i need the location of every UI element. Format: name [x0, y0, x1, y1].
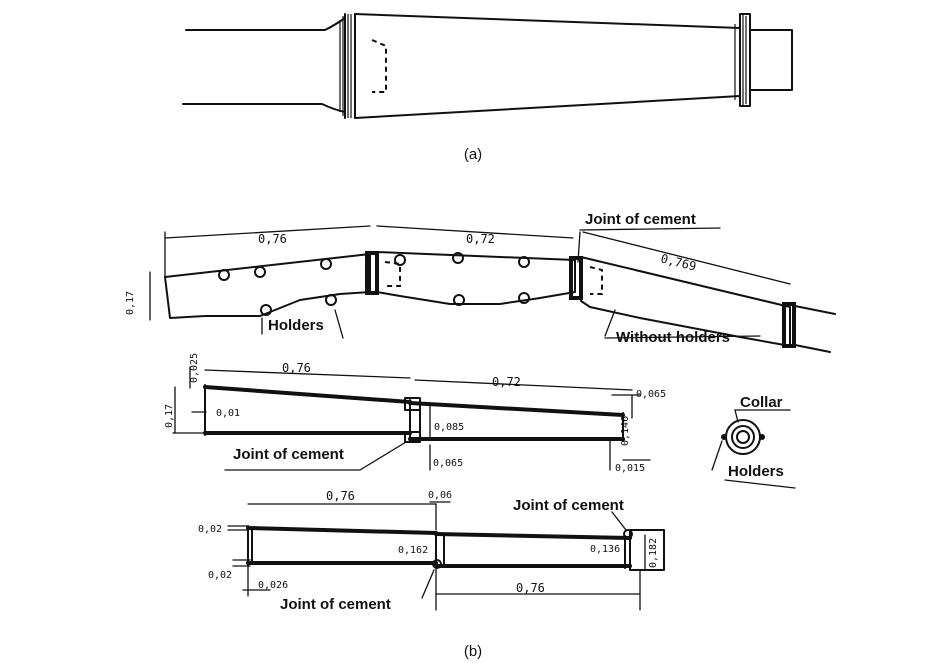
- row1-segments: [149, 225, 836, 353]
- collar-holders-label: Holders: [728, 463, 784, 480]
- row3-joint-top-label: Joint of cement: [513, 497, 624, 514]
- row2-dim-right-top: 0,065: [636, 389, 666, 400]
- caption-b: (b): [464, 643, 482, 660]
- row3-joint-bottom-label: Joint of cement: [280, 596, 391, 613]
- row1-holders-label: Holders: [268, 317, 324, 334]
- holder-bumps-row1: [218, 252, 530, 316]
- collar-hatch-right: [734, 14, 747, 106]
- row3-dim-len1: 0,76: [326, 489, 355, 503]
- row2-dim-right-b: 0,015: [615, 463, 645, 474]
- row2-dim-len1: 0,76: [282, 361, 311, 375]
- row2-joint-label: Joint of cement: [233, 446, 344, 463]
- row1-dim-height: 0,17: [125, 291, 136, 315]
- row3-dim-len2: 0,76: [516, 581, 545, 595]
- row3-section: [227, 501, 665, 611]
- collar-label: Collar: [740, 394, 783, 411]
- row1-joint-label: Joint of cement: [585, 211, 696, 228]
- row3-dim-mid: 0,162: [398, 545, 428, 556]
- row2-dim-right-h: 0,146: [620, 416, 631, 446]
- pipe-profile-a: [182, 13, 793, 119]
- row3-dim-bottom-small: 0,026: [258, 580, 288, 591]
- row3-dim-left-top: 0,02: [198, 524, 222, 535]
- row3-dim-gap: 0,06: [428, 490, 452, 501]
- row3-dim-right-inner: 0,136: [590, 544, 620, 555]
- row1-dim-len3: 0,769: [659, 251, 697, 273]
- collar-hatch-left: [339, 14, 352, 118]
- row2-dim-len2: 0,72: [492, 375, 521, 389]
- row2-dim-bottom: 0,065: [433, 458, 463, 469]
- row3-dim-right-h: 0,182: [648, 538, 659, 568]
- row2-section: [172, 366, 651, 471]
- row2-dim-height: 0,17: [164, 404, 175, 428]
- row1-without-holders-label: Without holders: [616, 329, 730, 346]
- row2-dim-mid: 0,085: [434, 422, 464, 433]
- row2-dim-top: 0,025: [189, 353, 200, 383]
- row1-dim-len2: 0,72: [466, 232, 495, 246]
- collar-detail: [711, 409, 796, 489]
- row2-dim-wall: 0,01: [216, 408, 240, 419]
- row3-dim-left-bottom: 0,02: [208, 570, 232, 581]
- caption-a: (a): [464, 146, 482, 163]
- row1-dim-len1: 0,76: [258, 232, 287, 246]
